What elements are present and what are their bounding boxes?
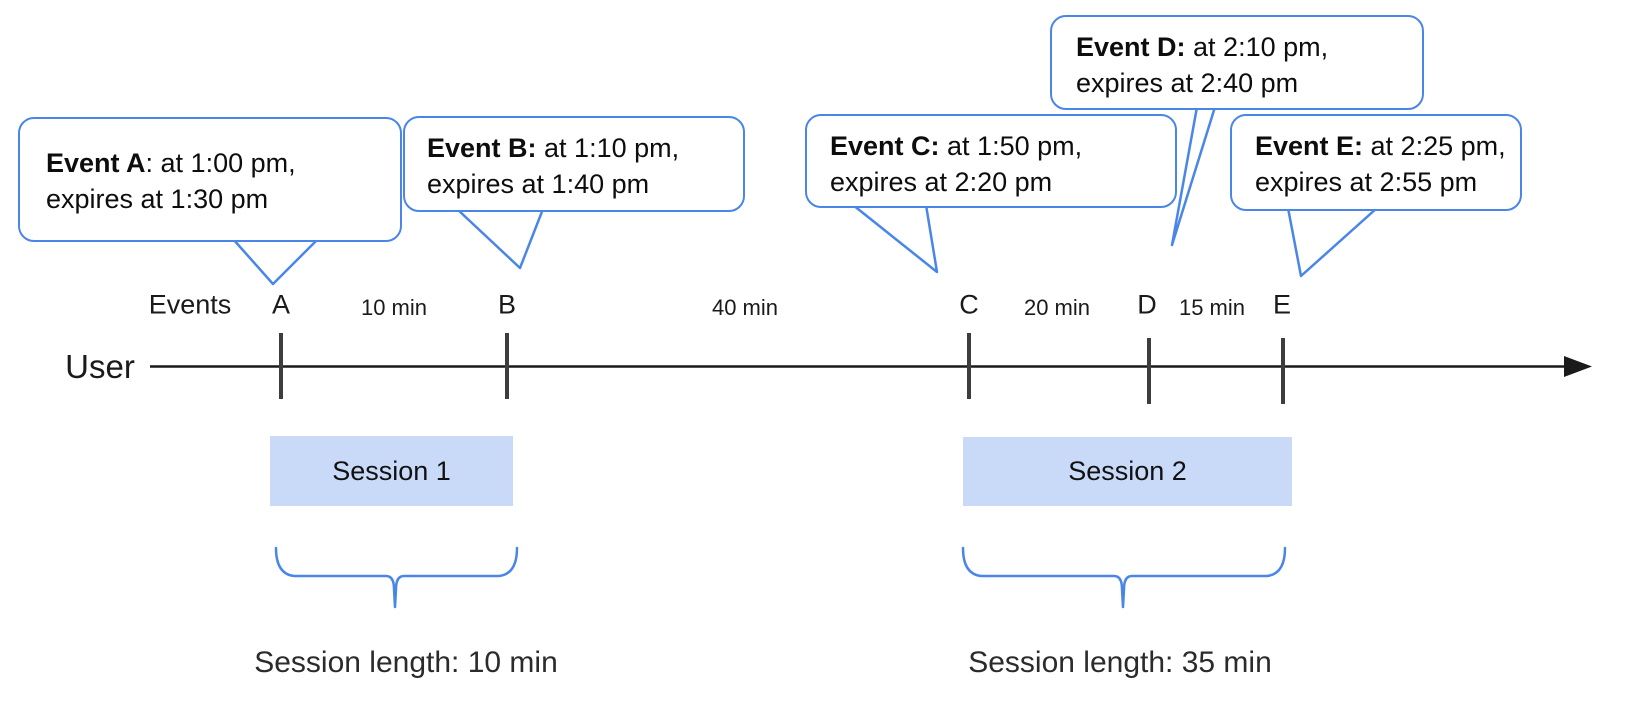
tick-label-c: C	[959, 289, 979, 320]
tick-label-d: D	[1137, 289, 1157, 320]
event-c-line1: Event C: at 1:50 pm,	[830, 128, 1175, 164]
session-1-length-label: Session length: 10 min	[254, 646, 558, 679]
interval-b-c-label: 40 min	[711, 295, 779, 320]
tick-label-a: A	[271, 289, 291, 320]
bubble-tail-event-d	[1170, 106, 1217, 247]
interval-c-d-label: 20 min	[1023, 295, 1091, 320]
session-2-label: Session 2	[1068, 456, 1187, 486]
event-e-line2: expires at 2:55 pm	[1255, 167, 1478, 197]
event-e-bubble: Event E: at 2:25 pm, expires at 2:55 pm	[1230, 114, 1522, 211]
event-c-line2: expires at 2:20 pm	[830, 167, 1053, 197]
event-d-name: Event D:	[1076, 32, 1186, 62]
event-b-line2: expires at 1:40 pm	[427, 169, 650, 199]
tick-label-e: E	[1272, 289, 1292, 320]
event-b-time: at 1:10 pm,	[536, 133, 680, 163]
event-d-line1: Event D: at 2:10 pm,	[1076, 29, 1422, 65]
bubble-tail-event-b	[456, 208, 545, 270]
timeline-arrowhead-icon	[1564, 356, 1592, 377]
event-a-line1: Event A: at 1:00 pm,	[46, 145, 400, 181]
user-axis-label: User	[65, 348, 135, 385]
bubble-tail-event-a	[232, 238, 319, 286]
event-c-bubble: Event C: at 1:50 pm, expires at 2:20 pm	[805, 114, 1177, 208]
session-2-box: Session 2	[963, 437, 1292, 506]
event-d-time: at 2:10 pm,	[1185, 32, 1329, 62]
event-b-bubble: Event B: at 1:10 pm, expires at 1:40 pm	[403, 116, 745, 212]
session-2-brace	[961, 546, 1287, 609]
interval-d-e-label: 15 min	[1178, 295, 1246, 320]
event-e-name: Event E:	[1255, 131, 1364, 161]
bubble-tail-event-e	[1286, 207, 1378, 278]
event-a-time: : at 1:00 pm,	[145, 148, 296, 178]
event-e-time: at 2:25 pm,	[1363, 131, 1506, 161]
event-d-line2: expires at 2:40 pm	[1076, 68, 1299, 98]
event-a-bubble: Event A: at 1:00 pm, expires at 1:30 pm	[18, 117, 402, 242]
tick-label-b: B	[497, 289, 517, 320]
session-2-length-label: Session length: 35 min	[968, 646, 1272, 679]
event-e-line1: Event E: at 2:25 pm,	[1255, 128, 1520, 164]
event-a-name: Event A	[46, 148, 146, 178]
session-1-box: Session 1	[270, 436, 513, 506]
event-b-line1: Event B: at 1:10 pm,	[427, 130, 743, 166]
event-c-time: at 1:50 pm,	[939, 131, 1083, 161]
event-d-bubble: Event D: at 2:10 pm, expires at 2:40 pm	[1050, 15, 1424, 110]
events-row-label: Events	[148, 289, 232, 320]
event-c-name: Event C:	[830, 131, 940, 161]
session-1-label: Session 1	[332, 455, 451, 486]
interval-a-b-label: 10 min	[360, 295, 428, 320]
bubble-tail-event-c	[852, 204, 939, 274]
session-1-brace	[274, 546, 519, 609]
event-a-line2: expires at 1:30 pm	[46, 184, 269, 214]
event-b-name: Event B:	[427, 133, 537, 163]
